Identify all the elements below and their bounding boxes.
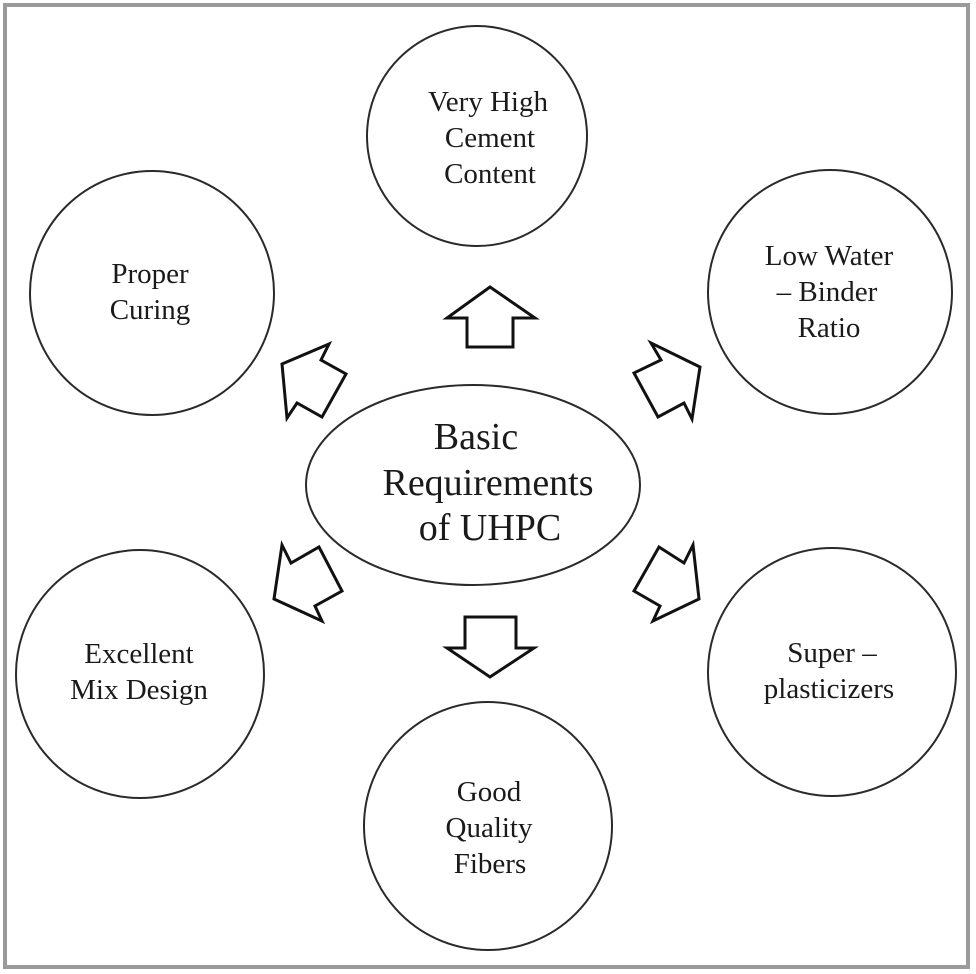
- node-label-line: Quality: [446, 812, 533, 844]
- arrow-down-icon: [442, 615, 540, 679]
- node-label-line: Fibers: [454, 848, 527, 880]
- node-label-line: Very High: [428, 86, 549, 118]
- node-label-line: Low Water: [765, 240, 894, 272]
- arrow-down-right-icon: [631, 539, 701, 625]
- center-node: Basic Requirements of UHPC: [305, 384, 641, 586]
- arrow-down-left-icon: [272, 540, 345, 625]
- node-very-high-cement-content: Very High Cement Content: [366, 25, 588, 247]
- node-circle: [15, 549, 265, 799]
- node-label-line: plasticizers: [764, 673, 894, 705]
- node-proper-curing: Proper Curing: [29, 170, 275, 416]
- node-circle: [707, 547, 957, 797]
- node-label-line: Ratio: [798, 312, 861, 344]
- center-ellipse: [305, 384, 641, 586]
- arrow-up-icon: [442, 285, 540, 349]
- node-label-line: Cement: [445, 122, 535, 154]
- node-label-line: Content: [444, 158, 536, 190]
- arrow-up-right-icon: [631, 339, 702, 424]
- node-circle: [366, 25, 588, 247]
- node-label-line: Proper: [111, 258, 189, 290]
- node-circle: [363, 701, 613, 951]
- node-circle: [29, 170, 275, 416]
- center-label-line-3: of UHPC: [419, 507, 562, 549]
- node-circle: [707, 169, 953, 415]
- node-good-quality-fibers: Good Quality Fibers: [363, 701, 613, 951]
- node-super-plasticizers: Super – plasticizers: [707, 547, 957, 797]
- node-label-line: Good: [457, 776, 522, 808]
- arrow-up-left-icon: [280, 341, 349, 423]
- node-label-line: Curing: [110, 294, 191, 326]
- node-label-line: – Binder: [776, 276, 878, 308]
- node-label-line: Mix Design: [70, 674, 208, 706]
- center-label-line-1: Basic: [434, 416, 518, 458]
- node-low-water-binder-ratio: Low Water – Binder Ratio: [707, 169, 953, 415]
- node-label-line: Super –: [787, 637, 877, 669]
- node-excellent-mix-design: Excellent Mix Design: [15, 549, 265, 799]
- node-label-line: Excellent: [84, 638, 194, 670]
- center-label-line-2: Requirements: [382, 462, 593, 504]
